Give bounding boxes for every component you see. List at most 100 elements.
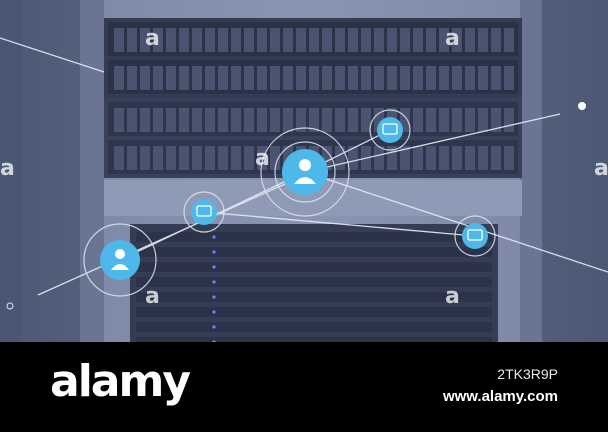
- drive-bay: [322, 146, 332, 170]
- drive-bay: [166, 28, 176, 52]
- server-slot: [136, 307, 492, 317]
- drive-bay: [374, 66, 384, 90]
- server-slot: [136, 262, 492, 272]
- drive-bay: [465, 66, 475, 90]
- drive-bay: [374, 146, 384, 170]
- drive-bay: [179, 108, 189, 132]
- watermark-glyph: a: [594, 156, 608, 181]
- watermark-glyph: a: [255, 146, 270, 171]
- drive-bay: [439, 146, 449, 170]
- server-slot: [136, 292, 492, 302]
- drive-bay: [504, 66, 514, 90]
- status-led: [212, 265, 216, 269]
- drive-bay: [491, 66, 501, 90]
- drive-bay: [270, 28, 280, 52]
- drive-bay: [348, 28, 358, 52]
- site-url: www.alamy.com: [442, 388, 558, 405]
- drive-bay: [504, 108, 514, 132]
- drive-bay: [374, 108, 384, 132]
- drive-bay: [491, 146, 501, 170]
- drive-bay: [361, 28, 371, 52]
- drive-bay: [179, 28, 189, 52]
- drive-bay: [348, 146, 358, 170]
- drive-bay: [465, 146, 475, 170]
- drive-bay: [478, 28, 488, 52]
- drive-bay: [322, 108, 332, 132]
- drive-bay: [322, 66, 332, 90]
- drive-bay: [127, 108, 137, 132]
- watermark-glyph: a: [145, 26, 160, 51]
- drive-bay: [452, 66, 462, 90]
- drive-bay: [153, 108, 163, 132]
- status-led: [212, 310, 216, 314]
- watermark-glyph: a: [145, 284, 160, 309]
- drive-bay: [426, 108, 436, 132]
- status-led: [212, 235, 216, 239]
- drive-bay: [478, 66, 488, 90]
- drive-bay: [452, 28, 462, 52]
- drive-bay: [153, 146, 163, 170]
- drive-bay: [140, 146, 150, 170]
- drive-bay: [426, 146, 436, 170]
- drive-bay: [244, 146, 254, 170]
- drive-bay: [205, 108, 215, 132]
- drive-bay: [400, 146, 410, 170]
- drive-bay: [114, 108, 124, 132]
- drive-bay: [205, 66, 215, 90]
- drive-bay: [452, 146, 462, 170]
- drive-bay: [439, 28, 449, 52]
- drive-bay: [309, 28, 319, 52]
- drive-bay: [231, 66, 241, 90]
- watermark-glyph: a: [445, 284, 460, 309]
- drive-bay: [140, 28, 150, 52]
- drive-bay: [374, 28, 384, 52]
- drive-bay: [270, 146, 280, 170]
- photo-scene: a a a a a a a: [0, 0, 608, 342]
- drive-bay: [192, 28, 202, 52]
- drive-bay: [335, 108, 345, 132]
- person-icon: [282, 149, 328, 195]
- drive-bay: [439, 108, 449, 132]
- drive-bay: [153, 28, 163, 52]
- server-slot: [136, 322, 492, 332]
- drive-bay: [309, 108, 319, 132]
- drive-bay: [231, 108, 241, 132]
- drive-bay: [387, 66, 397, 90]
- drive-bay: [153, 66, 163, 90]
- drive-bay: [231, 28, 241, 52]
- drive-bay: [465, 108, 475, 132]
- chat-icon: [191, 199, 217, 225]
- watermark-glyph: a: [445, 26, 460, 51]
- drive-bay: [127, 28, 137, 52]
- drive-bay: [218, 146, 228, 170]
- drive-bay: [478, 108, 488, 132]
- drive-bay: [179, 146, 189, 170]
- drive-bay: [413, 28, 423, 52]
- drive-bay: [335, 28, 345, 52]
- drive-bay: [335, 66, 345, 90]
- drive-bay: [296, 108, 306, 132]
- drive-bay: [348, 108, 358, 132]
- drive-bay: [413, 146, 423, 170]
- drive-bay: [426, 66, 436, 90]
- status-led: [212, 295, 216, 299]
- drive-bay: [166, 66, 176, 90]
- drive-bay: [387, 28, 397, 52]
- drive-bay: [335, 146, 345, 170]
- drive-bay: [192, 146, 202, 170]
- server-slot: [136, 277, 492, 287]
- chat-icon: [462, 223, 488, 249]
- drive-bay: [465, 28, 475, 52]
- server-slot: [136, 232, 492, 242]
- drive-bay: [244, 66, 254, 90]
- drive-bay: [348, 66, 358, 90]
- drive-bay: [452, 108, 462, 132]
- drive-bay: [205, 146, 215, 170]
- drive-bay: [218, 66, 228, 90]
- drive-bay: [361, 108, 371, 132]
- image-id: 2TK3R9P: [497, 366, 558, 382]
- server-slot: [136, 337, 492, 342]
- drive-bay: [218, 28, 228, 52]
- person-icon: [100, 240, 140, 280]
- drive-bay: [114, 28, 124, 52]
